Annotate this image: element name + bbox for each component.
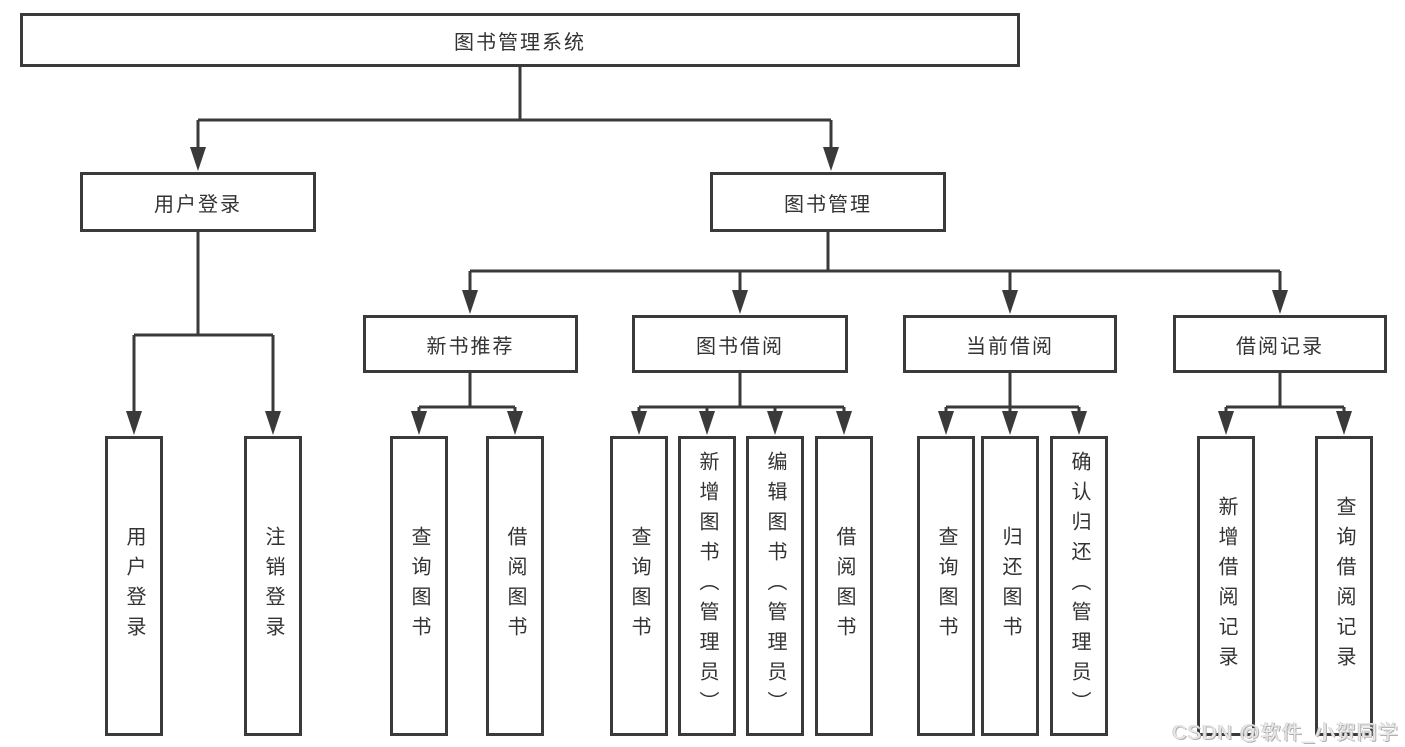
connector-user-login-children — [126, 232, 281, 435]
connector-borrow-records-children — [1218, 373, 1352, 435]
arrowhead — [462, 290, 478, 314]
leaf-newbooks-query-books: 查询图书 — [390, 436, 448, 736]
node-user-login: 用户登录 — [80, 172, 316, 232]
node-new-books: 新书推荐 — [363, 315, 578, 373]
arrowhead — [823, 147, 839, 171]
leaf-records-query-record: 查询借阅记录 — [1315, 436, 1373, 736]
node-current-borrow: 当前借阅 — [903, 315, 1117, 373]
connector-line — [1224, 373, 1346, 414]
arrowhead — [411, 411, 427, 435]
arrowhead — [1272, 290, 1288, 314]
leaf-logout: 注销登录 — [244, 436, 302, 736]
arrowhead — [1336, 411, 1352, 435]
leaf-borrow-add-books-admin: 新增图书（管理员） — [678, 436, 736, 736]
connector-book-borrow-children — [631, 373, 852, 435]
leaf-newbooks-borrow-books: 借阅图书 — [486, 436, 544, 736]
arrowhead — [836, 411, 852, 435]
node-book-borrow: 图书借阅 — [632, 315, 848, 373]
leaf-current-confirm-return-admin: 确认归还（管理员） — [1050, 436, 1108, 736]
connector-line — [196, 67, 833, 150]
leaf-current-return-books: 归还图书 — [981, 436, 1039, 736]
connector-root-children — [190, 67, 839, 171]
node-library-system: 图书管理系统 — [20, 13, 1020, 67]
node-book-mgmt: 图书管理 — [710, 172, 946, 232]
arrowhead — [265, 411, 281, 435]
arrowhead — [190, 147, 206, 171]
csdn-watermark: CSDN @软件_小贺同学 — [1172, 722, 1399, 744]
connector-line — [417, 373, 517, 414]
leaf-current-query-books: 查询图书 — [917, 436, 975, 736]
arrowhead — [1002, 290, 1018, 314]
arrowhead — [631, 411, 647, 435]
node-borrow-records: 借阅记录 — [1173, 315, 1387, 373]
connector-current-borrow-children — [938, 373, 1087, 435]
connector-line — [637, 373, 846, 414]
arrowhead — [699, 411, 715, 435]
arrowhead — [1071, 411, 1087, 435]
arrowhead — [767, 411, 783, 435]
connector-book-mgmt-children — [462, 232, 1288, 314]
connector-line — [132, 232, 275, 414]
connector-new-books-children — [411, 373, 523, 435]
connector-line — [944, 373, 1081, 414]
arrowhead — [1002, 411, 1018, 435]
arrowhead — [507, 411, 523, 435]
leaf-borrow-borrow-books: 借阅图书 — [815, 436, 873, 736]
leaf-borrow-query-books: 查询图书 — [610, 436, 668, 736]
arrowhead — [126, 411, 142, 435]
arrowhead — [938, 411, 954, 435]
leaf-records-add-record: 新增借阅记录 — [1197, 436, 1255, 736]
arrowhead — [732, 290, 748, 314]
connector-line — [468, 232, 1282, 292]
leaf-borrow-edit-books-admin: 编辑图书（管理员） — [746, 436, 804, 736]
arrowhead — [1218, 411, 1234, 435]
leaf-user-login: 用户登录 — [105, 436, 163, 736]
